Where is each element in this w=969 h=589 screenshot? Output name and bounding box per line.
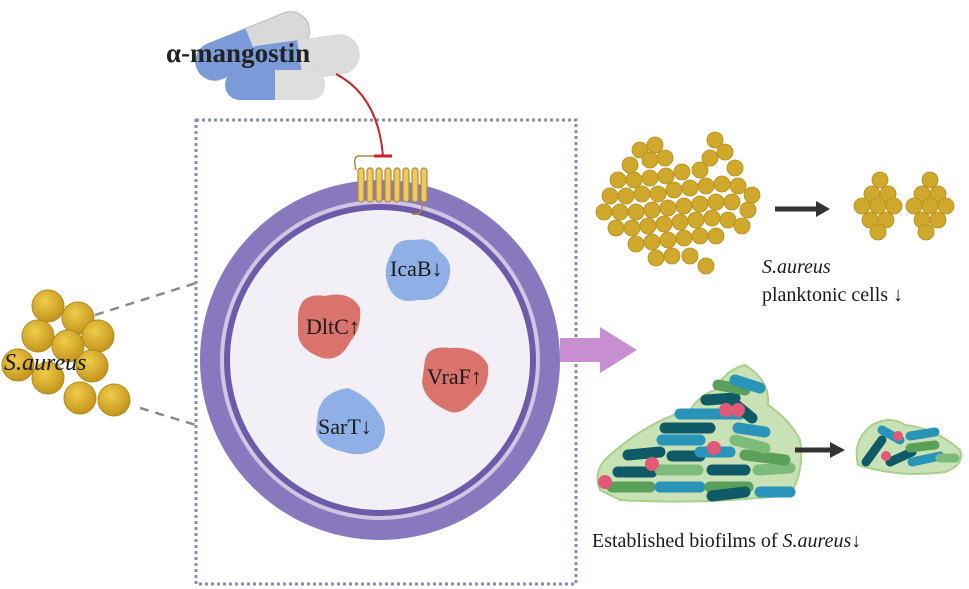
planktonic-small-clusters-icon [853, 171, 955, 241]
biofilm-species: S.aureus [782, 530, 852, 552]
protein-label-sart: SarT↓ [318, 414, 372, 440]
biofilm-small-icon [855, 419, 962, 475]
biofilm-large-icon [596, 363, 803, 503]
inhibition-line [335, 73, 384, 157]
biofilm-label: Established biofilms of S.aureus↓ [592, 530, 861, 553]
protein-label-dltc: DltC↑ [306, 314, 360, 340]
planktonic-arrow-head [816, 201, 830, 217]
protein-blob-sart [316, 388, 385, 455]
biofilm-text: Established biofilms of [592, 530, 783, 552]
bacterial-cell [200, 180, 560, 540]
biofilm-arrow: ↓ [851, 530, 862, 552]
protein-blob-dltc [298, 294, 361, 359]
planktonic-label: planktonic cells ↓ [762, 284, 904, 306]
protein-name: DltC [306, 314, 349, 339]
membrane-receptor-icon [353, 155, 428, 215]
protein-name: IcaB [390, 256, 432, 281]
protein-blob-icab [385, 239, 451, 301]
capsule-icon [195, 11, 360, 100]
result-arrow [560, 327, 637, 373]
protein-name: SarT [318, 414, 361, 439]
biofilm-arrow-head [830, 442, 845, 458]
regulation-arrow: ↑ [348, 314, 360, 339]
regulation-arrow: ↓ [360, 414, 372, 439]
protein-label-icab: IcaB↓ [390, 256, 443, 282]
protein-name: VraF [427, 364, 471, 389]
zoom-line-bottom [139, 406, 197, 427]
regulation-arrow: ↓ [431, 256, 443, 281]
protein-label-vraf: VraF↑ [427, 364, 482, 390]
organism-label: S.aureus [4, 350, 87, 376]
planktonic-large-cluster-icon [595, 131, 761, 275]
s-aureus-cluster-icon [1, 289, 131, 417]
protein-blob-vraf [422, 347, 489, 413]
drug-label: α-mangostin [166, 38, 311, 68]
planktonic-species-label: S.aureus [762, 256, 831, 278]
zoom-line-top [94, 281, 197, 317]
regulation-arrow: ↑ [470, 364, 482, 389]
